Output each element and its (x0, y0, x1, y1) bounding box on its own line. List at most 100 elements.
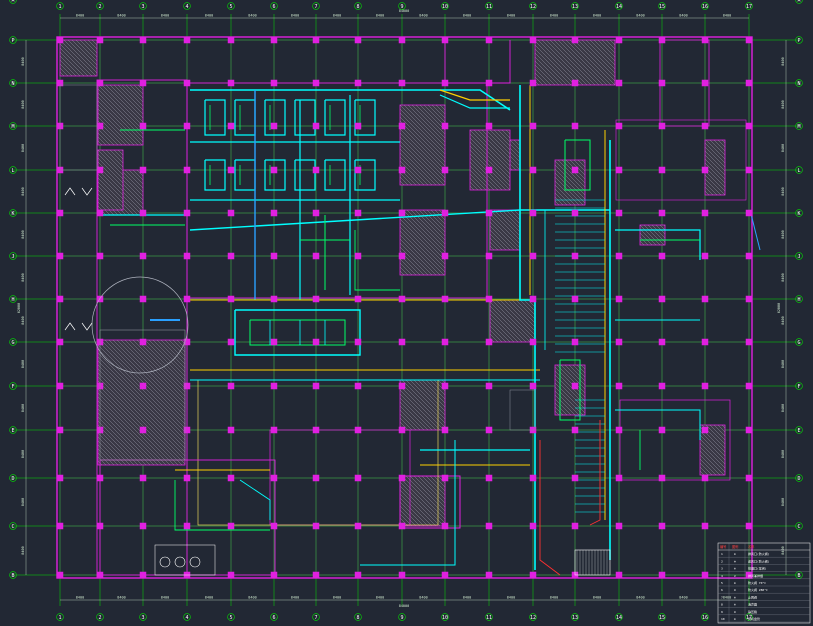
structural-column (485, 426, 493, 434)
dimension-bay-text: 8400 (781, 450, 785, 458)
legend-name: 止回阀 (748, 594, 757, 599)
hatch-line (59, 51, 85, 77)
hatch-line (418, 209, 446, 237)
hatch-line (554, 176, 584, 206)
structural-column (615, 79, 623, 87)
dimension-bay-text: 8400 (248, 596, 256, 600)
axis-label-top: 8 (356, 4, 359, 10)
hatch-line (399, 222, 446, 269)
axis-label-top: 6 (272, 4, 275, 10)
dimension-bay-text: 8400 (333, 14, 341, 18)
structural-column (745, 382, 753, 390)
axis-bubble-left (9, 426, 17, 434)
axis-bubble-left (9, 252, 17, 260)
hatch-line (704, 150, 726, 172)
hatch-line (489, 329, 503, 343)
axis-label-top: 4 (185, 4, 188, 10)
structural-column (56, 252, 64, 260)
hatch-line (164, 339, 186, 361)
axis-label-right: B (797, 573, 800, 579)
dimension-bay-text: 8400 (781, 546, 785, 554)
legend-header-cell: 图例 (732, 544, 738, 549)
axis-bubble-left (9, 36, 17, 44)
axis-label-top: 2 (98, 4, 101, 10)
hatch-line (469, 177, 483, 191)
axis-label-right: G (797, 340, 800, 346)
axis-label-top: 17 (746, 4, 752, 10)
hatch-line (399, 180, 405, 186)
hatch-line (97, 408, 155, 466)
structural-column (227, 338, 235, 346)
hatch-line (97, 161, 124, 188)
structural-column (270, 166, 278, 174)
structural-column (354, 474, 362, 482)
hatch-line (97, 456, 107, 466)
hatch-line (663, 224, 666, 227)
duct-loop-mid-inner (249, 319, 346, 346)
axis-bubble-bottom (745, 613, 753, 621)
hatch-line (469, 145, 511, 187)
hatch-line (399, 234, 441, 276)
hatch-line (399, 124, 446, 171)
north-opening-wall (444, 40, 511, 84)
hatch-line (469, 185, 475, 191)
hatch-line (489, 245, 495, 251)
hatch-line (399, 485, 441, 527)
structural-column (139, 571, 147, 579)
hatch-line (112, 339, 186, 413)
hatch-line (515, 299, 536, 320)
hatch-line (109, 149, 124, 164)
structural-column (615, 166, 623, 174)
hatch-line (534, 72, 548, 86)
hatch-line (581, 39, 616, 74)
hatch-line (564, 364, 586, 386)
duct-network (100, 85, 761, 576)
hatch-line (425, 379, 446, 400)
structural-column (658, 36, 666, 44)
axis-bubble-top (96, 2, 104, 10)
hatch-line (97, 84, 144, 131)
hatch-line (91, 39, 98, 46)
structural-column (354, 571, 362, 579)
hatch-line (469, 161, 499, 191)
hatch-line (121, 149, 124, 152)
hatch-line (639, 236, 649, 246)
structural-column (398, 79, 406, 87)
hatch-line (136, 339, 186, 389)
hatch-line (97, 173, 124, 200)
structural-column (139, 338, 147, 346)
structural-column (701, 79, 709, 87)
hatch-line (411, 104, 446, 139)
hatch-line (439, 104, 446, 111)
equipment-tank (189, 556, 201, 568)
structural-column (485, 209, 493, 217)
axis-bubble-bottom (354, 613, 362, 621)
hatch-line (497, 209, 521, 233)
hatch-line (429, 475, 446, 492)
structural-column (745, 338, 753, 346)
structural-column (312, 79, 320, 87)
structural-column (139, 79, 147, 87)
legend-header-cell: 编号 (720, 544, 726, 549)
hatch-line (505, 129, 511, 135)
structural-column (529, 166, 537, 174)
axis-label-left: E (11, 428, 14, 434)
hatch-line (129, 84, 144, 99)
hatch-line (659, 224, 666, 231)
axis-bubble-top (701, 2, 709, 10)
axis-label-bottom: 17 (746, 615, 752, 621)
axis-label-bottom: 10 (442, 615, 448, 621)
structural-columns (56, 36, 753, 579)
axis-bubble-top (529, 2, 537, 10)
hatch-line (647, 224, 666, 243)
dimension-bay-text: 8400 (723, 596, 731, 600)
hatch-line (97, 157, 124, 184)
axis-label-bottom: 13 (572, 615, 578, 621)
hatch-line (133, 84, 144, 95)
hatch-line (509, 139, 521, 151)
hatch-line (489, 325, 507, 343)
hatch-line (399, 497, 429, 527)
structural-column (615, 571, 623, 579)
dimension-bay-text: 8400 (117, 596, 125, 600)
